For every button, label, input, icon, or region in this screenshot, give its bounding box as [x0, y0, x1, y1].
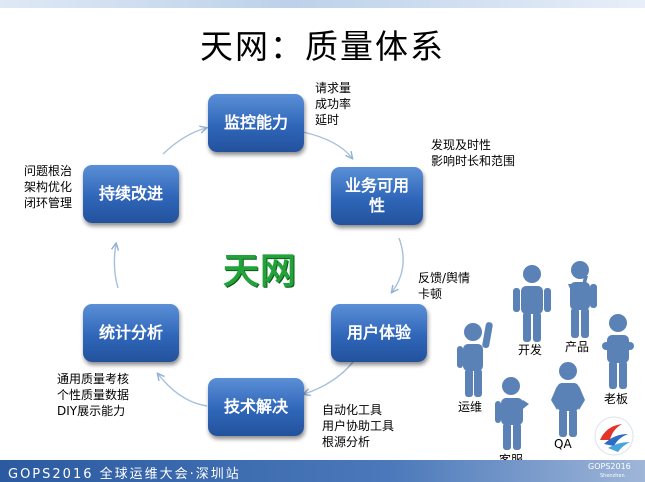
- footer-bar: [0, 460, 645, 482]
- arrow-improve-to-monitor: [162, 128, 206, 155]
- note-line: 通用质量考核: [57, 372, 130, 386]
- note-solution: 自动化工具 用户协助工具 根源分析: [322, 402, 394, 450]
- note-line: 卡顿: [418, 287, 443, 301]
- note-analysis: 通用质量考核 个性质量数据 DIY展示能力: [57, 371, 129, 419]
- slide-title: 天网：质量体系: [200, 27, 445, 66]
- note-availability: 发现及时性 影响时长和范围: [431, 137, 515, 169]
- person-boss-icon: [602, 314, 634, 389]
- role-label-product: 产品: [565, 340, 590, 354]
- node-solution: 技术解决: [208, 378, 304, 436]
- node-experience: 用户体验: [331, 304, 427, 362]
- note-line: 闭环管理: [24, 196, 73, 210]
- note-monitor: 请求量 成功率 延时: [315, 80, 351, 128]
- footer-text: GOPS2016 全球运维大会·深圳站: [8, 467, 241, 482]
- person-qa-icon: [551, 362, 585, 437]
- arrow-experience-to-solution: [304, 361, 354, 394]
- person-ops-icon: [457, 322, 493, 397]
- note-line: 问题根治: [24, 164, 73, 178]
- person-dev-icon: [513, 265, 551, 342]
- role-label-boss: 老板: [604, 392, 629, 406]
- node-monitor: 监控能力: [208, 94, 304, 152]
- note-line: 根源分析: [322, 435, 371, 449]
- node-availability: 业务可用性: [331, 167, 423, 225]
- center-label: 天网: [223, 251, 298, 292]
- note-line: 请求量: [315, 81, 352, 95]
- note-experience: 反馈/舆情 卡顿: [418, 270, 470, 302]
- note-line: DIY展示能力: [57, 404, 126, 418]
- note-line: 架构优化: [24, 180, 73, 194]
- note-line: 延时: [315, 113, 340, 127]
- note-line: 用户协助工具: [322, 419, 395, 433]
- note-improve: 问题根治 架构优化 闭环管理: [24, 163, 72, 211]
- logo-text: GOPS2016: [588, 462, 631, 471]
- role-label-qa: QA: [554, 437, 572, 451]
- arrow-analysis-to-improve: [114, 244, 118, 289]
- note-line: 影响时长和范围: [431, 154, 516, 168]
- node-improve: 持续改进: [83, 165, 179, 223]
- node-analysis: 统计分析: [83, 304, 179, 362]
- top-decoration-strip: [0, 0, 645, 8]
- arrow-availability-to-experience: [392, 237, 404, 292]
- note-line: 反馈/舆情: [418, 271, 471, 285]
- arrow-monitor-to-availability: [302, 131, 352, 158]
- note-line: 自动化工具: [322, 403, 383, 417]
- note-line: 发现及时性: [431, 138, 492, 152]
- note-line: 个性质量数据: [57, 388, 130, 402]
- logo-subtext: Shenzhen: [600, 473, 625, 479]
- role-label-ops: 运维: [458, 400, 483, 414]
- person-support-icon: [495, 377, 529, 450]
- gops-logo-icon: [594, 416, 634, 456]
- note-line: 成功率: [315, 97, 352, 111]
- role-label-dev: 开发: [518, 343, 543, 357]
- arrow-solution-to-analysis: [158, 374, 208, 407]
- person-product-icon: [568, 261, 597, 338]
